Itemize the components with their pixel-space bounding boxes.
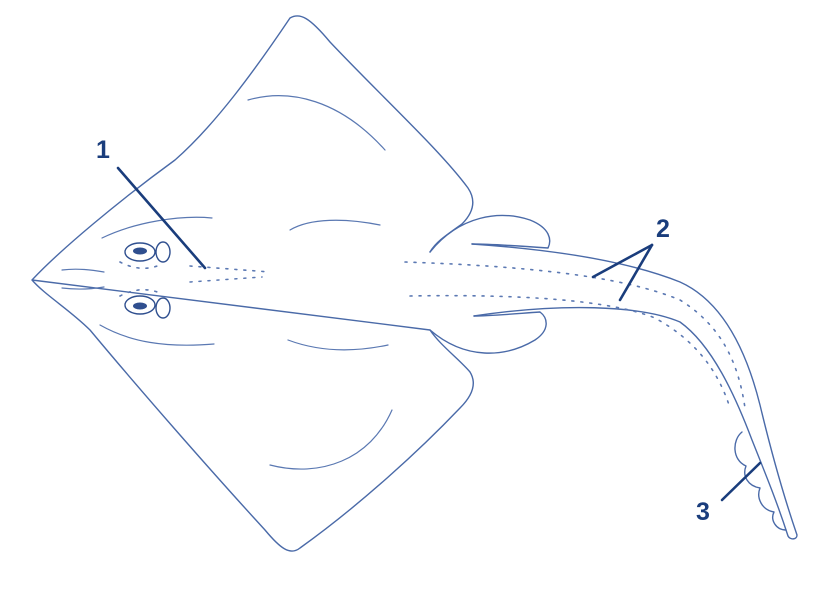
inner-line-lower-wing — [269, 409, 393, 470]
inner-line-head-upper — [101, 216, 213, 239]
tail-outline — [471, 243, 798, 540]
eye-lower — [119, 288, 171, 319]
leader-line-3 — [720, 461, 762, 502]
leader-line-1 — [116, 166, 207, 270]
tail-fin — [734, 431, 787, 531]
snout-line-2 — [61, 286, 105, 290]
eye-upper — [119, 241, 171, 270]
thorn-row-head-upper — [189, 265, 271, 273]
snout-line-1 — [61, 268, 105, 273]
leader-line-2a — [591, 243, 654, 279]
inner-line-upper-mid — [289, 219, 381, 231]
thorn-row-head-lower — [189, 276, 263, 283]
inner-line-head-lower — [99, 324, 215, 346]
pelvic-fin-lower — [429, 311, 547, 354]
inner-line-upper-wing — [247, 95, 386, 151]
callout-label-3: 3 — [696, 498, 710, 526]
thorn-row-tail-lower — [409, 294, 731, 409]
inner-line-lower-mid — [287, 339, 389, 351]
callout-label-1: 1 — [96, 136, 110, 164]
leader-line-2b — [618, 243, 654, 302]
callout-label-2: 2 — [656, 215, 670, 243]
thorn-row-tail-upper — [404, 261, 746, 409]
body-outline — [31, 15, 474, 552]
pelvic-fin-upper — [429, 214, 551, 253]
